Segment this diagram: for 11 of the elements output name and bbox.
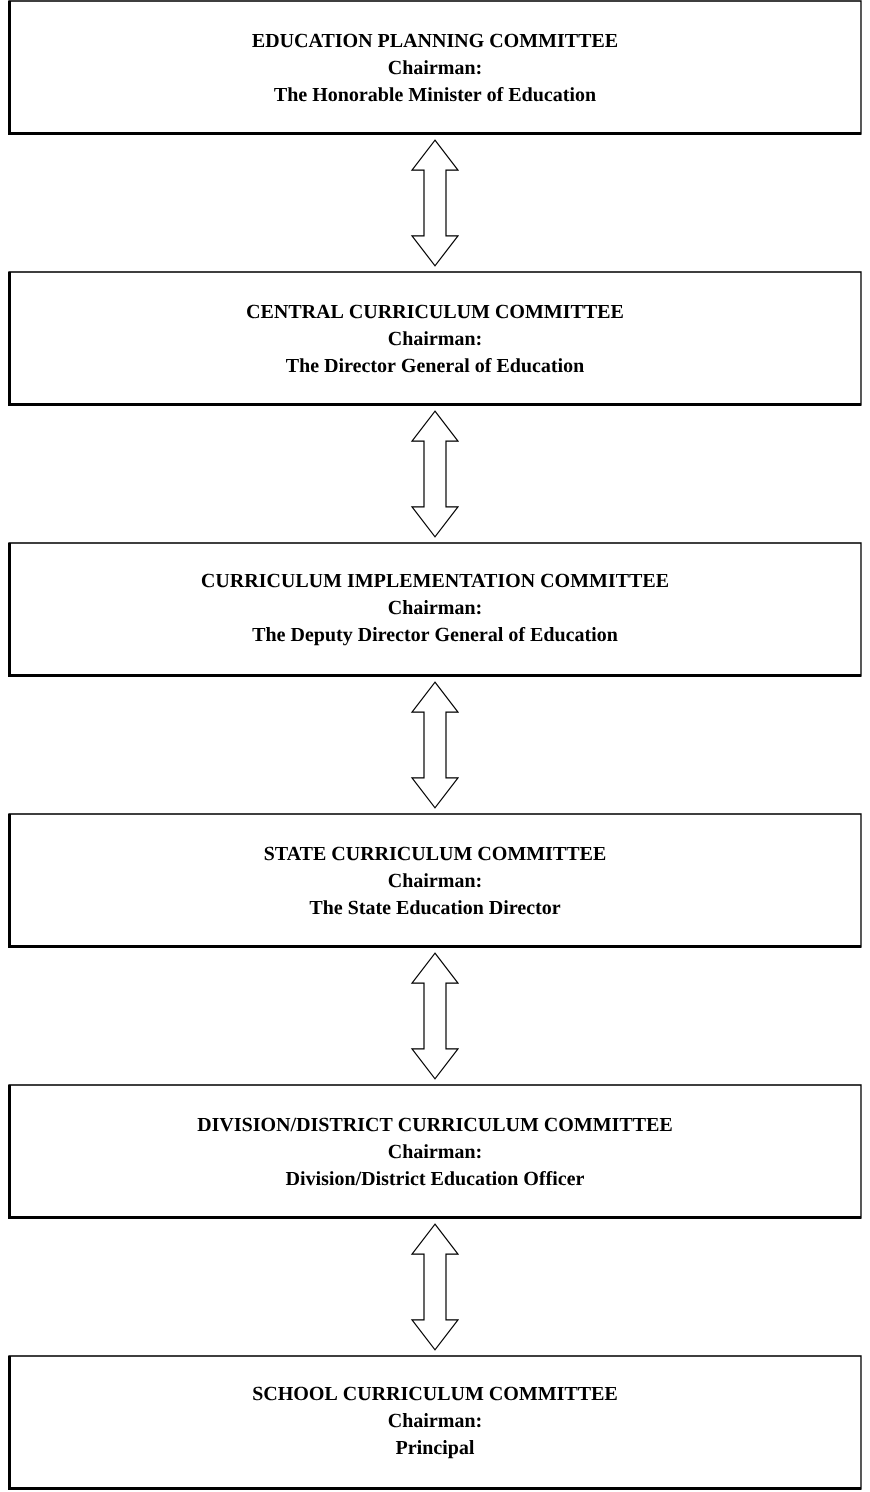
committee-box: CURRICULUM IMPLEMENTATION COMMITTEE Chairman: The Deputy Director General of Education (8, 542, 862, 677)
committee-box: CENTRAL CURRICULUM COMMITTEE Chairman: The Director General of Education (8, 271, 862, 406)
double-arrow (410, 139, 460, 267)
committee-box: EDUCATION PLANNING COMMITTEE Chairman: The Honorable Minister of Education (8, 0, 862, 135)
double-arrow (410, 1223, 460, 1351)
double-arrow (410, 681, 460, 809)
committee-box: DIVISION/DISTRICT CURRICULUM COMMITTEE Chairman: Division/District Education Officer (8, 1084, 862, 1219)
committee-box: SCHOOL CURRICULUM COMMITTEE Chairman: Principal (8, 1355, 862, 1490)
double-arrow (410, 410, 460, 538)
double-arrow (410, 952, 460, 1080)
committee-box: STATE CURRICULUM COMMITTEE Chairman: The State Education Director (8, 813, 862, 948)
